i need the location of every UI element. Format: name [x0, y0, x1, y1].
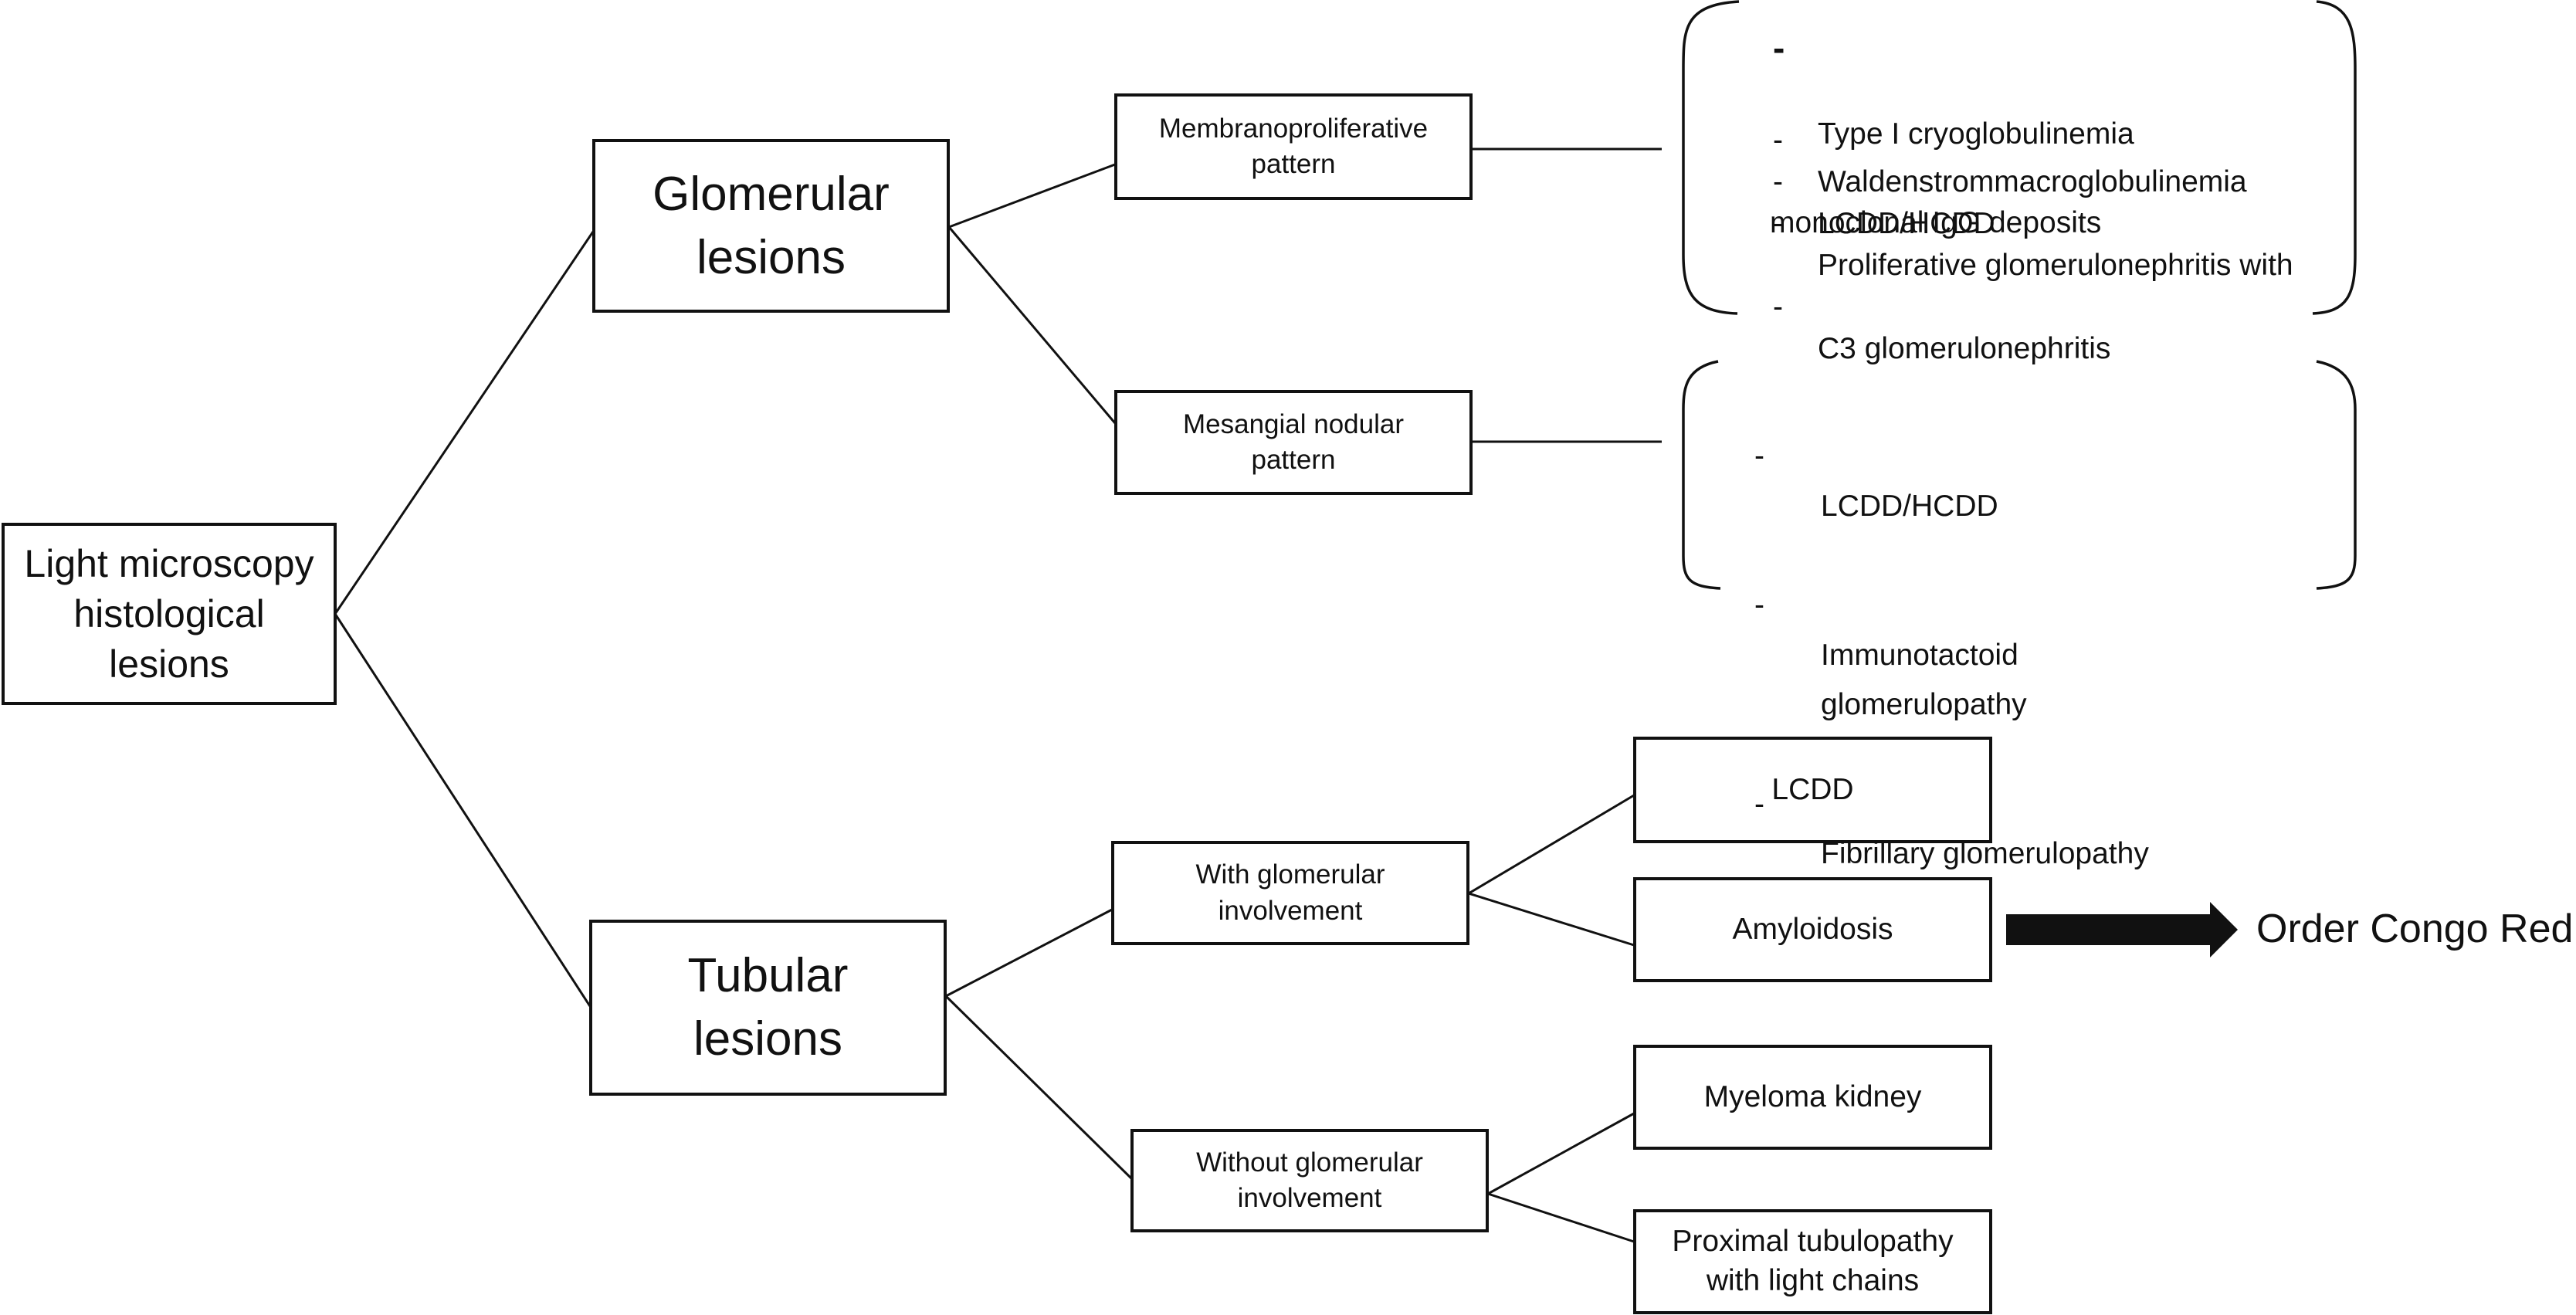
order-congo-red-label: Order Congo Red: [2256, 907, 2574, 951]
connector-without-proximal: [1487, 1192, 1635, 1243]
list-item: - LCDD/HCDD: [1773, 119, 2360, 241]
brace-mesangial: [1682, 360, 1721, 590]
connector-with-lcdd: [1468, 794, 1635, 895]
mesangial-list: - LCDD/HCDD - Immunotactoid glomerulopat…: [1754, 382, 2326, 879]
list-item: - Type I cryoglobulinemia: [1773, 28, 2360, 151]
with-glomerular-node: With glomerular involvement: [1111, 841, 1469, 945]
amyloidosis-node: Amyloidosis: [1633, 877, 1992, 982]
list-item-text: LCDD/HCDD: [1821, 489, 1998, 523]
list-item-text: LCDD/HCDD: [1818, 207, 1995, 241]
list-item-text: Proliferative glomerulonephritis with: [1818, 249, 2293, 283]
connector-glomerular-membranoproliferative: [948, 163, 1116, 229]
brace-membranoproliferative: [1682, 0, 1740, 315]
connector-tubular-without: [944, 995, 1133, 1180]
proximal-tubulopathy-node: Proximal tubulopathy with light chains: [1633, 1209, 1992, 1314]
list-item: - C3 glomerulonephritis: [1773, 244, 2360, 366]
list-item-text: Fibrillary glomerulopathy: [1821, 837, 2149, 871]
list-item-text: Type I cryoglobulinemia: [1818, 117, 2134, 151]
list-item-continuation: monoclonal IgG deposits: [1770, 206, 2102, 239]
list-item: - Proliferative glomerulonephritis with: [1773, 161, 2360, 283]
list-item-text: C3 glomerulonephritis: [1818, 332, 2111, 366]
glomerular-lesions-node: Glomerular lesions: [592, 139, 950, 313]
myeloma-kidney-node: Myeloma kidney: [1633, 1045, 1992, 1150]
root-node: Light microscopy histological lesions: [2, 523, 337, 705]
list-dash: -: [1773, 206, 1783, 240]
list-dash: -: [1754, 439, 1764, 473]
order-arrow: [2006, 902, 2238, 957]
connector-tubular-with: [945, 908, 1113, 998]
membranoproliferative-node: Membranoproliferative pattern: [1114, 93, 1473, 200]
list-item-text: Waldenstrommacroglobulinemia: [1818, 165, 2247, 199]
connector-without-myeloma: [1487, 1112, 1635, 1195]
membranoproliferative-list: - Type I cryoglobulinemia - Waldenstromm…: [1770, 28, 2360, 366]
list-item-text: Immunotactoid glomerulopathy: [1821, 638, 2027, 722]
lcdd-node: LCDD: [1633, 737, 1992, 843]
connector-glomerular-mesangial: [947, 226, 1117, 424]
connector-with-amyloidosis: [1468, 892, 1635, 947]
brace-membranoproliferative-right: [2312, 0, 2357, 315]
list-item: - Waldenstrommacroglobulinemia: [1773, 77, 2360, 199]
list-dash: -: [1773, 28, 1785, 68]
tubular-lesions-node: Tubular lesions: [589, 920, 947, 1096]
list-dash: -: [1773, 123, 1783, 157]
brace-mesangial-right: [2316, 360, 2357, 590]
without-glomerular-node: Without glomerular involvement: [1130, 1129, 1489, 1232]
connector-root-glomerular: [334, 231, 595, 615]
connector-root-tubular: [334, 613, 591, 1007]
list-dash: -: [1754, 787, 1764, 821]
mesangial-nodular-node: Mesangial nodular pattern: [1114, 390, 1473, 495]
list-item: - Fibrillary glomerulopathy: [1754, 730, 2326, 879]
list-item: - Immunotactoid glomerulopathy: [1754, 531, 2326, 730]
list-dash: -: [1754, 588, 1764, 622]
list-dash: -: [1773, 164, 1783, 198]
list-item: - LCDD/HCDD: [1754, 382, 2326, 531]
list-dash: -: [1773, 290, 1783, 324]
